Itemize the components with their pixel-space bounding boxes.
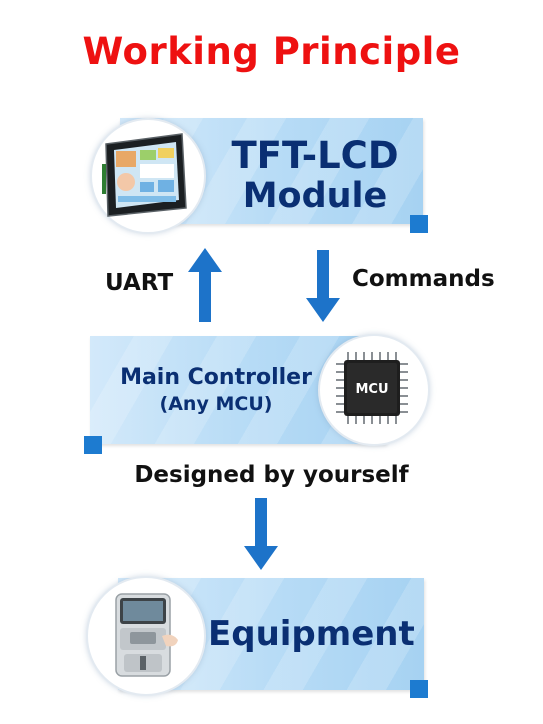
tft-lcd-heading-line1: TFT-LCD [231,134,399,177]
mcu-chip-label: MCU [355,382,388,397]
main-controller-line1: Main Controller [120,365,312,390]
tft-screen-icon [102,133,187,217]
arrow-down-icon [244,498,278,570]
mcu-chip-icon: MCU [336,352,408,424]
commands-label: Commands [352,266,495,292]
diagram-title: Working Principle [82,30,461,73]
equipment-corner-square [410,680,428,698]
main-controller-corner-square [84,436,102,454]
uart-label: UART [105,270,174,296]
main-controller-heading: Main Controller (Any MCU) [98,365,334,416]
tft-lcd-heading: TFT-LCD Module [215,134,415,216]
equipment-machine-icon [115,593,178,677]
designed-label: Designed by yourself [134,462,409,488]
equipment-heading: Equipment [208,614,415,654]
tft-lcd-heading-line2: Module [242,175,388,216]
arrow-up-icon [188,248,222,322]
tft-lcd-corner-square [410,215,428,233]
main-controller-line2: (Any MCU) [159,393,273,416]
arrow-down-icon [306,250,340,322]
